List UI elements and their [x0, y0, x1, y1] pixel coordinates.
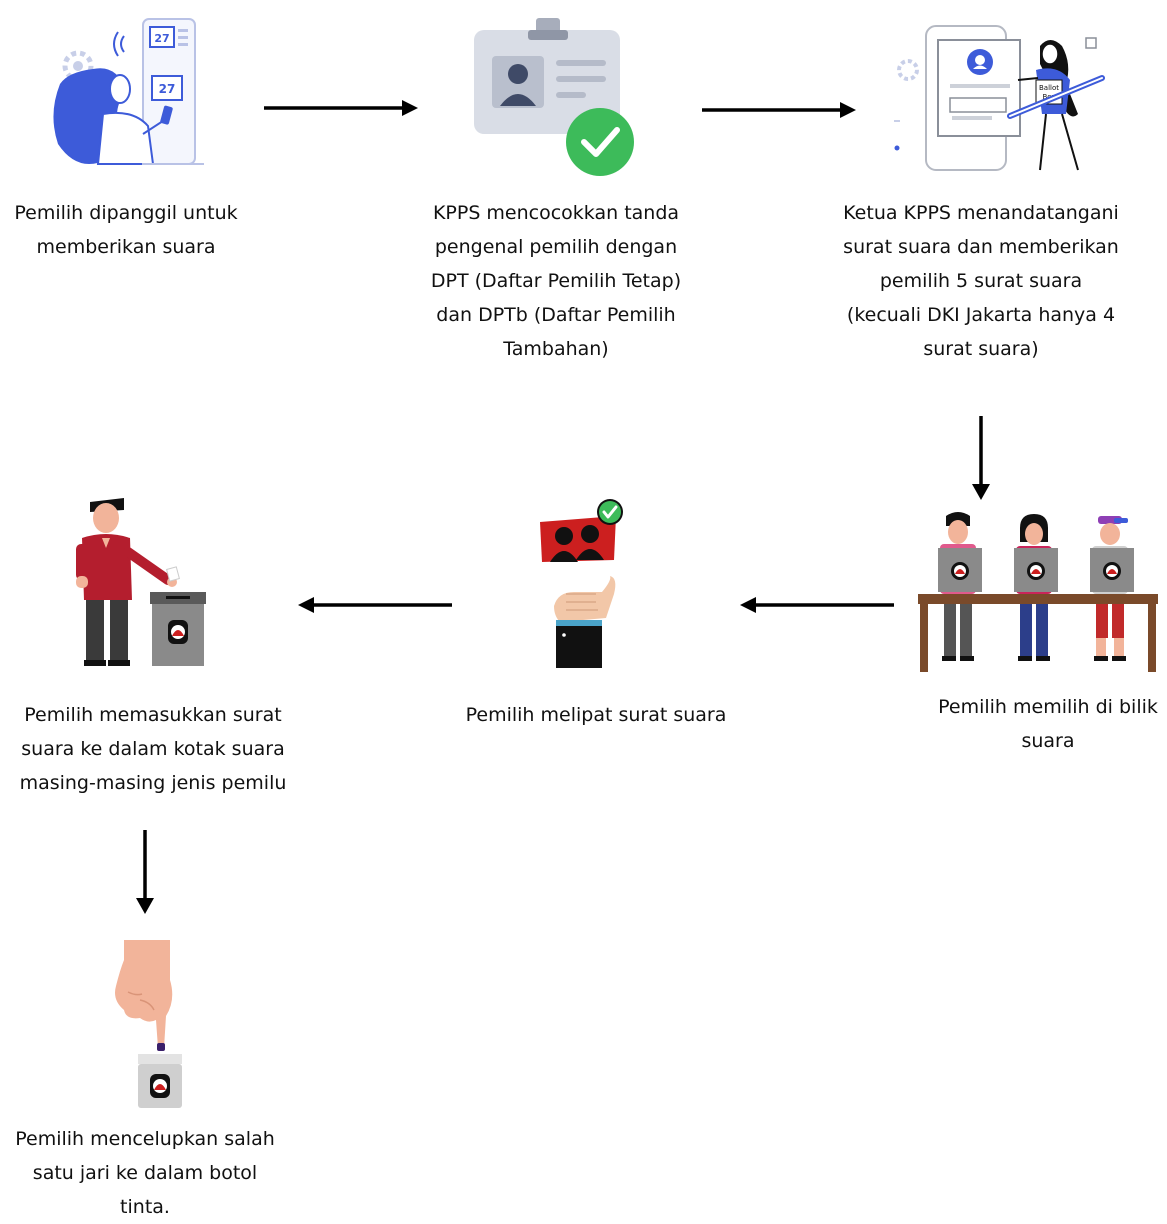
ballot-box-illustration [72, 496, 212, 668]
kpu-logo-icon [168, 620, 188, 644]
id-card-check-illustration [474, 16, 638, 180]
fold-ballot-illustration [536, 496, 632, 672]
step-caption: Pemilih mencelupkan salah satu jari ke d… [15, 1128, 275, 1218]
arrow-right-2 [702, 100, 858, 120]
kpu-logo-icon [951, 562, 1121, 580]
ink-finger-illustration [106, 940, 186, 1110]
arrow-down-2 [134, 830, 156, 916]
kiosk-number-1: 27 [154, 32, 169, 45]
ballot-signing-illustration: Ballot Box [890, 24, 1110, 174]
step-caption: Ketua KPPS menandatangani surat suara da… [843, 202, 1119, 360]
voting-booths-illustration [918, 510, 1158, 674]
arrow-right-1 [264, 98, 420, 118]
arrow-left-2 [296, 595, 452, 615]
step-caption: Pemilih dipanggil untuk memberikan suara [14, 202, 238, 258]
kpu-logo-icon [150, 1074, 170, 1098]
arrow-left-1 [738, 595, 894, 615]
step-caption: Pemilih melipat surat suara [465, 704, 727, 726]
step-caption: Pemilih memasukkan surat suara ke dalam … [19, 704, 287, 794]
arrow-down-1 [970, 416, 992, 502]
step-caption: Pemilih memilih di bilik suara [938, 696, 1158, 752]
step-caption: KPPS mencocokkan tanda pengenal pemilih … [430, 202, 682, 360]
ballot-label-1: Ballot [1039, 84, 1059, 92]
kiosk-number-2: 27 [159, 82, 176, 96]
voter-called-illustration: 27 27 [48, 14, 208, 174]
